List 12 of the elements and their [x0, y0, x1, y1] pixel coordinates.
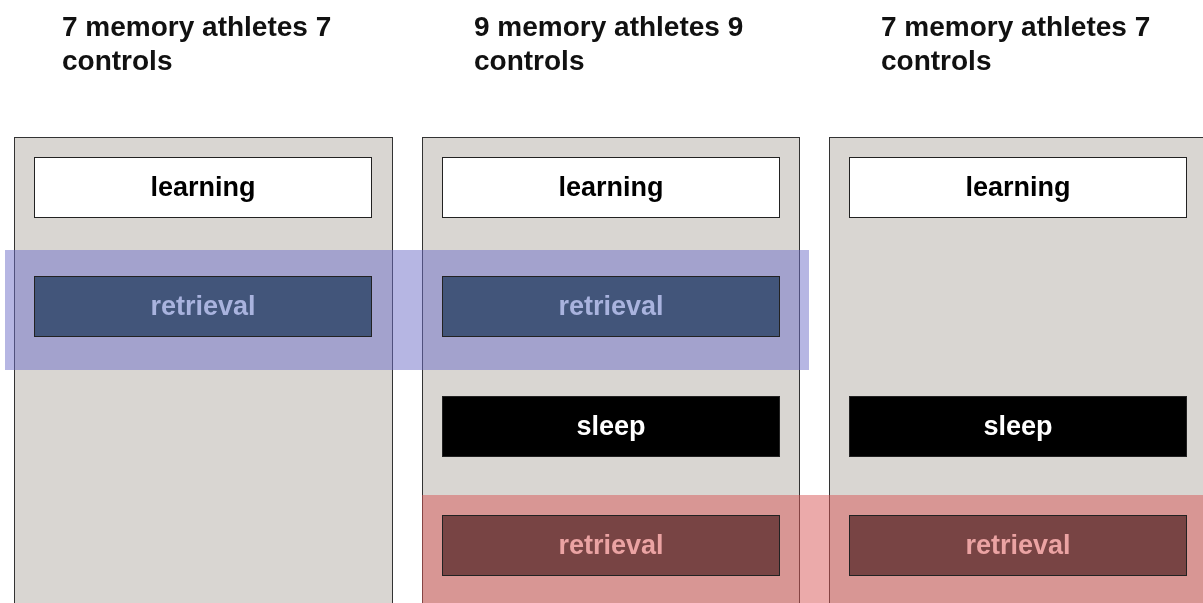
retrieval-box: retrieval: [849, 515, 1187, 576]
learning-box: learning: [849, 157, 1187, 218]
learning-box: learning: [34, 157, 372, 218]
sleep-box: sleep: [849, 396, 1187, 457]
learning-box: learning: [442, 157, 780, 218]
group-heading: 7 memory athletes 7 controls: [881, 10, 1152, 78]
retrieval-box: retrieval: [442, 276, 780, 337]
retrieval-box: retrieval: [442, 515, 780, 576]
retrieval-box: retrieval: [34, 276, 372, 337]
sleep-box: sleep: [442, 396, 780, 457]
group-heading: 9 memory athletes 9 controls: [474, 10, 745, 78]
group-heading: 7 memory athletes 7 controls: [62, 10, 333, 78]
